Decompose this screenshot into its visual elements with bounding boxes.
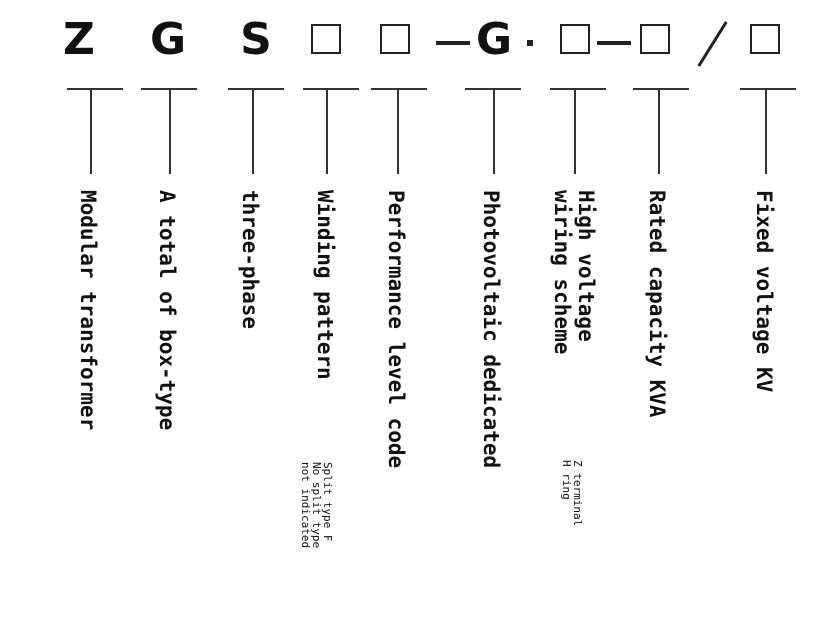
leader-line [765,88,767,174]
leader-line [493,88,495,174]
leader-line [397,88,399,174]
label-modular-transformer: Modular transformer [76,190,100,431]
leader-tick [550,88,606,90]
separator-dash [436,41,470,45]
code-letter-s: S [240,14,272,65]
leader-tick [740,88,796,90]
leader-line [574,88,576,174]
leader-tick [371,88,427,90]
capacity-placeholder-box [640,24,670,54]
code-letter-g: G [149,14,187,65]
leader-line [658,88,660,174]
separator-dot [527,40,533,46]
label-box-type: A total of box-type [155,190,179,431]
code-letter-z: Z [63,14,95,65]
leader-tick [303,88,359,90]
leader-line [252,88,254,174]
label-three-phase: three-phase [238,190,262,330]
label-rated-capacity: Rated capacity KVA [645,190,669,418]
note-wiring-terminal-ring: Z terminal H ring [560,460,584,527]
note-winding-split-type: Split type F No split type not indicated [299,462,334,549]
label-high-voltage-wiring-scheme: High voltage wiring scheme [550,190,598,355]
performance-placeholder-box [380,24,410,54]
leader-line [326,88,328,174]
separator-dash [597,41,631,45]
separator-slash [697,21,728,67]
leader-tick [633,88,689,90]
leader-line [90,88,92,174]
label-performance-level-code: Performance level code [384,190,408,469]
voltage-placeholder-box [750,24,780,54]
label-fixed-voltage: Fixed voltage KV [752,190,776,393]
leader-tick [67,88,123,90]
leader-line [169,88,171,174]
leader-tick [228,88,284,90]
wiring-placeholder-box [560,24,590,54]
label-winding-pattern: Winding pattern [313,190,337,380]
label-photovoltaic-dedicated: Photovoltaic dedicated [479,190,503,469]
code-letter-g-photovoltaic: G [475,14,513,65]
winding-placeholder-box [311,24,341,54]
